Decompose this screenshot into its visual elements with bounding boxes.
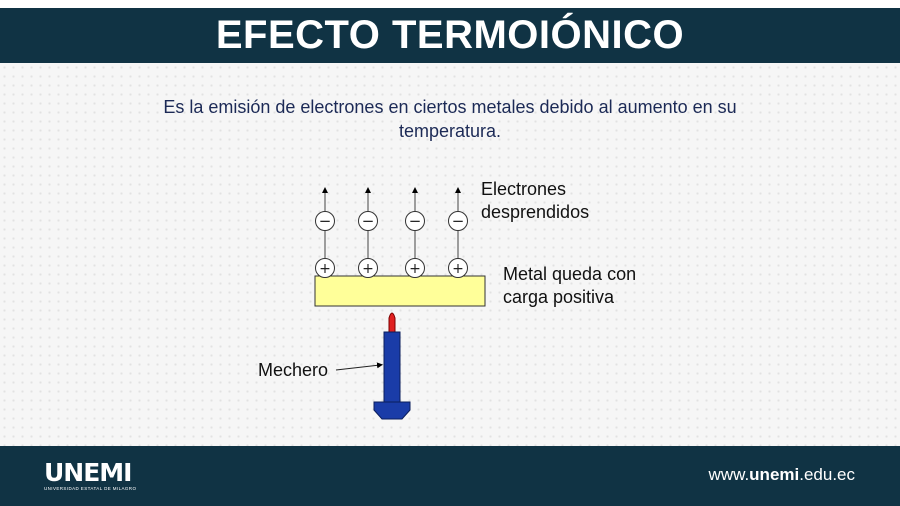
- footer-bar: UNEMI UNIVERSIDAD ESTATAL DE MILAGRO www…: [0, 446, 900, 506]
- positive-symbol: +: [319, 261, 331, 277]
- burner-pointer: [335, 362, 383, 371]
- positive-charge-row: + + + +: [315, 258, 468, 278]
- website-suffix: .edu.ec: [799, 465, 855, 484]
- electron: −: [358, 211, 378, 231]
- metal-label-line2: carga positiva: [503, 287, 615, 307]
- electron-symbol: −: [409, 212, 422, 230]
- top-strip: [0, 0, 900, 8]
- electrons-label: Electrones desprendidos: [481, 178, 589, 224]
- metal-label-line1: Metal queda con: [503, 264, 637, 284]
- electron: −: [405, 211, 425, 231]
- electron-row: − − − −: [315, 211, 468, 231]
- burner-label: Mechero: [258, 360, 329, 380]
- website-link[interactable]: www.unemi.edu.ec: [709, 465, 855, 485]
- metal-label: Metal queda con carga positiva: [503, 263, 636, 309]
- flame-icon: [388, 312, 396, 333]
- website-brand: unemi: [749, 465, 800, 484]
- burner: [373, 312, 411, 420]
- electrons-label-line2: desprendidos: [481, 202, 590, 222]
- website-prefix: www.: [708, 465, 750, 484]
- slide-title: EFECTO TERMOIÓNICO: [215, 13, 685, 57]
- burner-body: [383, 331, 401, 403]
- positive-charge: +: [448, 258, 468, 278]
- logo-name: UNEMI: [44, 458, 132, 487]
- header-bar: EFECTO TERMOIÓNICO: [0, 8, 900, 63]
- burner-base: [373, 401, 411, 420]
- positive-charge: +: [405, 258, 425, 278]
- electron-symbol: −: [319, 212, 332, 230]
- positive-charge: +: [358, 258, 378, 278]
- positive-charge: +: [315, 258, 335, 278]
- logo-subtitle: UNIVERSIDAD ESTATAL DE MILAGRO: [44, 486, 137, 491]
- unemi-logo: UNEMI UNIVERSIDAD ESTATAL DE MILAGRO: [44, 460, 136, 492]
- definition-text: Es la emisión de electrones en ciertos m…: [163, 97, 737, 141]
- electron-symbol: −: [362, 212, 375, 230]
- positive-symbol: +: [452, 261, 464, 277]
- electron: −: [448, 211, 468, 231]
- positive-symbol: +: [409, 261, 421, 277]
- electrons-label-line1: Electrones: [481, 179, 567, 199]
- metal-bar: [314, 275, 486, 307]
- positive-symbol: +: [362, 261, 374, 277]
- electron-symbol: −: [452, 212, 465, 230]
- electron: −: [315, 211, 335, 231]
- emission-arrows: [322, 187, 461, 268]
